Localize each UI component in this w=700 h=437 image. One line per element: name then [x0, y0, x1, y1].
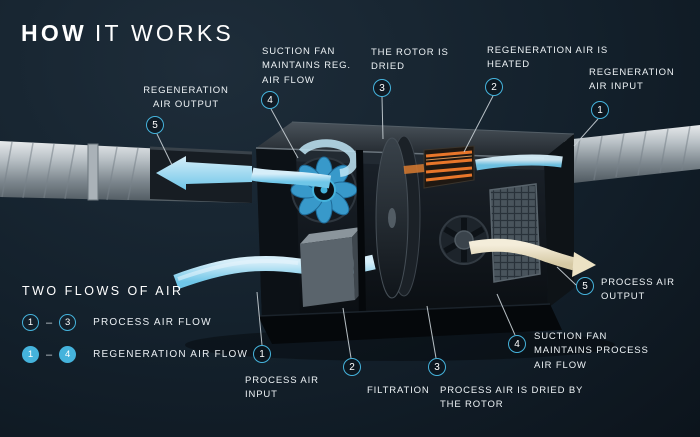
legend-circle-1: 1	[22, 314, 39, 331]
legend-row-process-air-flow: 1 – 3 PROCESS AIR FLOW	[22, 314, 212, 331]
callout-marker-3-rotor-dried: 3	[373, 79, 391, 97]
right-duct	[564, 125, 700, 184]
callout-label-regeneration-air-output: REGENERATION AIR OUTPUT	[143, 85, 229, 111]
page-title-rest: IT WORKS	[94, 20, 234, 46]
page-title: HOW IT WORKS	[21, 20, 234, 47]
legend-row-regeneration-air-flow: 1 – 4 REGENERATION AIR FLOW	[22, 346, 248, 363]
callout-marker-4-suction-fan-reg: 4	[261, 91, 279, 109]
callout-marker-2-reg-air-heated: 2	[485, 78, 503, 96]
rotor	[375, 135, 421, 299]
callout-marker-3-process-dried: 3	[428, 358, 446, 376]
legend-circle-1-filled: 1	[22, 346, 39, 363]
legend-dash: –	[46, 316, 53, 329]
legend-title: TWO FLOWS OF AIR	[22, 284, 184, 298]
process-air-ribbon	[173, 254, 376, 290]
callout-marker-5-regeneration-output: 5	[146, 116, 164, 134]
callout-label-process-air-dried: PROCESS AIR IS DRIED BY THE ROTOR	[440, 385, 584, 411]
machine-right-face	[544, 134, 574, 308]
callout-label-process-air-output: PROCESS AIR OUTPUT	[601, 277, 675, 303]
legend-dash: –	[46, 348, 53, 361]
callout-label-reg-air-heated: REGENERATION AIR IS HEATED	[487, 45, 609, 71]
regeneration-fan-icon	[290, 139, 359, 224]
callout-label-rotor-dried: THE ROTOR IS DRIED	[371, 47, 449, 73]
page-title-bold: HOW	[21, 20, 87, 46]
regeneration-input-ribbon	[475, 154, 563, 171]
process-fan-icon	[439, 215, 489, 265]
machine-body	[255, 121, 575, 320]
process-output-ribbon	[468, 238, 596, 277]
callout-marker-5-process-output: 5	[576, 277, 594, 295]
mesh-filter-panel	[489, 183, 541, 283]
callout-label-suction-fan-reg: SUCTION FAN MAINTAINS REG. AIR FLOW	[262, 46, 351, 86]
machine-interior	[256, 148, 548, 320]
machine-left-panel	[256, 148, 300, 320]
partition-wall	[356, 150, 366, 314]
legend-circle-4-filled: 4	[59, 346, 77, 363]
legend-label-regeneration-air-flow: REGENERATION AIR FLOW	[93, 349, 249, 360]
callout-label-reg-air-input: REGENERATION AIR INPUT	[589, 67, 675, 93]
filter-box	[300, 227, 364, 307]
callout-marker-1-process-input: 1	[253, 345, 271, 363]
callout-marker-1-reg-air-input: 1	[591, 101, 609, 119]
machine-top-face	[256, 122, 574, 158]
leader-lines	[156, 95, 599, 359]
legend-label-process-air-flow: PROCESS AIR FLOW	[93, 317, 212, 328]
left-duct	[0, 141, 253, 203]
regeneration-output-ribbon	[156, 156, 332, 190]
callout-label-suction-fan-process: SUCTION FAN MAINTAINS PROCESS AIR FLOW	[534, 331, 649, 371]
callout-marker-2-filtration: 2	[343, 358, 361, 376]
callout-label-filtration: FILTRATION	[367, 385, 430, 396]
callout-label-process-air-input: PROCESS AIR INPUT	[245, 375, 319, 401]
heater	[403, 145, 475, 189]
legend-circle-3: 3	[59, 314, 77, 331]
callout-marker-4-suction-fan-process: 4	[508, 335, 526, 353]
